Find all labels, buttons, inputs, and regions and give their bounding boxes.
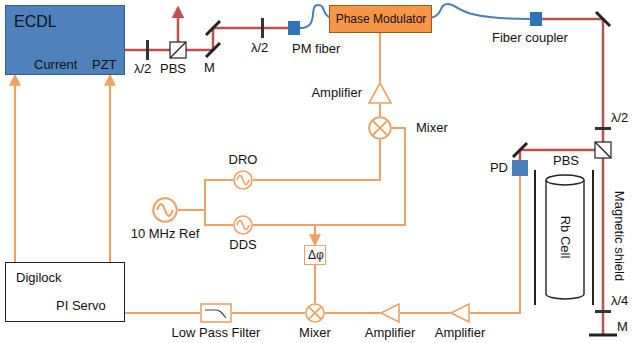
laser-beam	[542, 19, 603, 334]
magnetic-shield	[592, 170, 594, 305]
fiber-coupler	[288, 21, 300, 35]
magnetic-shield	[534, 170, 536, 305]
vapor-cell: Rb Cell	[545, 174, 585, 300]
oscillator-symbol: DRO	[233, 170, 253, 190]
node-label: Rb Cell	[558, 216, 572, 259]
mirror	[513, 143, 527, 157]
node-label: Mixer	[416, 121, 448, 135]
filter-symbol-outline	[200, 303, 232, 323]
node-label: Mixer	[299, 326, 331, 340]
node-label: DDS	[229, 238, 256, 252]
node-label: DRO	[229, 153, 258, 167]
mixer-symbol: Mixer	[305, 303, 325, 323]
pbs-cube	[595, 142, 611, 158]
signal-wire	[325, 312, 380, 314]
mixer-symbol-outline	[368, 116, 392, 140]
part-label: Fiber coupler	[492, 31, 568, 45]
signal-wire	[253, 128, 405, 225]
signal-wire	[232, 312, 305, 314]
part-label: M	[617, 320, 628, 334]
part-label: PBS	[160, 62, 186, 76]
amplifier-symbol: Amplifier	[380, 303, 400, 323]
node-label: Current	[34, 58, 77, 72]
signal-wire	[178, 210, 233, 225]
amplifier-symbol-outline	[368, 82, 392, 104]
part-label: Magnetic shield	[612, 191, 626, 281]
photodiode: PD	[512, 160, 528, 176]
signal-wire	[109, 75, 111, 262]
amplifier-symbol: Amplifier	[368, 82, 392, 104]
waveplate	[595, 127, 611, 130]
node-label: Amplifier	[435, 326, 486, 340]
node-label: Low Pass Filter	[172, 326, 261, 340]
oscillator-symbol-outline	[152, 197, 178, 223]
waveplate	[261, 18, 264, 38]
signal-wire	[253, 140, 380, 180]
node-label: PD	[490, 161, 508, 175]
pbs-cube	[170, 42, 186, 58]
signal-wire	[314, 265, 316, 303]
part-label: PM fiber	[292, 42, 340, 56]
part-label: PBS	[553, 154, 579, 168]
servo-box: Digilock PI Servo	[5, 262, 125, 322]
laser-box: ECDL Current PZT	[5, 5, 125, 75]
pbs-cube	[595, 142, 611, 158]
amplifier-symbol-outline	[380, 303, 400, 323]
fiber-coupler	[530, 12, 542, 26]
signal-wire	[400, 312, 450, 314]
oscillator-symbol: 10 MHz Ref	[152, 197, 178, 223]
waveplate	[146, 40, 149, 60]
oscillator-symbol-outline	[233, 170, 253, 190]
part-label: λ/2	[611, 111, 628, 125]
signal-wire	[379, 104, 381, 116]
signal-wire	[178, 180, 233, 210]
mirror	[206, 21, 220, 35]
pbs-cube	[170, 42, 186, 58]
oscillator-symbol-outline	[233, 215, 253, 235]
node-label: PZT	[92, 58, 117, 72]
amplifier-symbol: Amplifier	[450, 303, 470, 323]
node-label: PI Servo	[56, 299, 106, 313]
node-label: Amplifier	[365, 326, 416, 340]
mirror	[589, 334, 617, 337]
mirror	[206, 43, 220, 57]
part-label: λ/2	[134, 62, 151, 76]
node-label: Amplifier	[311, 86, 362, 100]
oscillator-symbol: DDS	[233, 215, 253, 235]
node-label: Phase Modulator	[336, 13, 427, 26]
pick-off-beam	[177, 8, 180, 42]
phase-shifter-box: Δφ	[304, 245, 326, 265]
modulator-box: Phase Modulator	[329, 5, 432, 33]
node-label: Δφ	[308, 249, 324, 262]
filter-symbol: Low Pass Filter	[200, 303, 232, 323]
node-label: Digilock	[16, 271, 62, 285]
signal-wire	[253, 225, 315, 245]
signal-wire	[14, 75, 16, 262]
signal-wire	[379, 33, 381, 82]
part-label: M	[204, 61, 215, 75]
node-label: ECDL	[14, 13, 57, 31]
signal-wire	[125, 312, 200, 314]
part-label: λ/2	[251, 41, 268, 55]
part-label: λ/4	[611, 294, 628, 308]
pm-fiber	[420, 4, 530, 19]
amplifier-symbol-outline	[450, 303, 470, 323]
node-label: 10 MHz Ref	[131, 227, 200, 241]
mixer-symbol-outline	[305, 303, 325, 323]
waveplate	[595, 310, 611, 313]
mirror	[596, 12, 610, 26]
mixer-symbol: Mixer	[368, 116, 392, 140]
signal-wire	[470, 176, 520, 313]
